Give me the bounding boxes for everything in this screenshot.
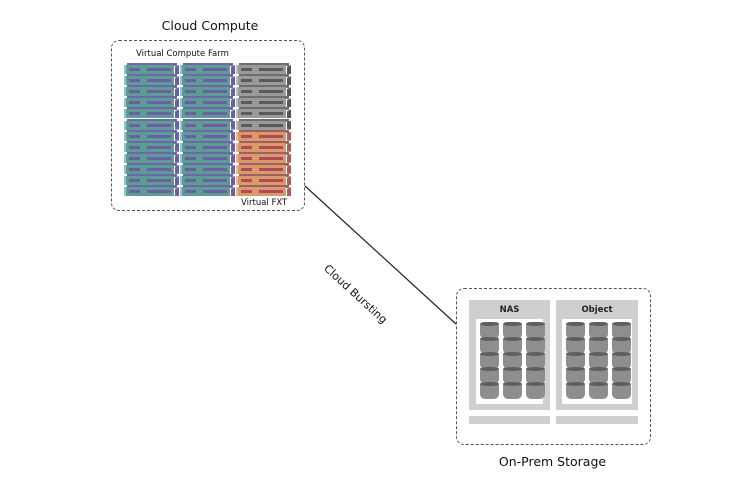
disk-platter	[589, 382, 608, 399]
compute-server-unit	[180, 85, 236, 97]
compute-server-unit	[180, 140, 236, 152]
server-unit	[236, 96, 292, 108]
fxt-node-unit	[236, 140, 292, 152]
virtual-fxt-label: Virtual FXT	[241, 198, 288, 208]
compute-server-unit	[180, 118, 236, 130]
compute-server-unit	[124, 140, 180, 152]
compute-server-unit	[180, 129, 236, 141]
compute-server-unit	[124, 96, 180, 108]
disk-platter	[480, 352, 499, 369]
disk-platter	[503, 382, 522, 399]
fxt-node-unit	[236, 162, 292, 174]
compute-server-unit	[180, 74, 236, 86]
disk-platter	[480, 367, 499, 384]
nas-disk-array	[476, 319, 545, 404]
disk-platter	[480, 382, 499, 399]
disk-platter	[612, 322, 631, 339]
compute-server-unit	[180, 107, 236, 119]
fxt-node-unit	[236, 129, 292, 141]
disk-platter	[589, 337, 608, 354]
disk-platter	[503, 352, 522, 369]
compute-server-unit	[124, 174, 180, 185]
cloud-compute-group	[111, 40, 305, 211]
disk-platter	[526, 382, 545, 399]
disk-platter	[566, 337, 585, 354]
compute-server-unit	[124, 107, 180, 119]
disk-platter	[503, 367, 522, 384]
disk-platter	[566, 352, 585, 369]
compute-server-unit	[180, 185, 236, 197]
disk-platter	[526, 367, 545, 384]
nas-panel: NAS	[469, 300, 550, 410]
disk-platter	[566, 322, 585, 339]
compute-server-unit	[124, 162, 180, 174]
server-unit	[236, 107, 292, 119]
disk-platter	[480, 337, 499, 354]
disk-platter	[589, 352, 608, 369]
compute-server-unit	[180, 96, 236, 108]
cloud-compute-title: Cloud Compute	[161, 18, 259, 33]
disk-platter	[480, 322, 499, 339]
compute-server-unit	[124, 118, 180, 130]
server-unit	[236, 63, 292, 74]
compute-server-unit	[180, 162, 236, 174]
object-base-bar	[556, 416, 638, 424]
fxt-node-unit	[236, 151, 292, 163]
compute-server-unit	[124, 129, 180, 141]
disk-platter	[612, 352, 631, 369]
server-unit	[236, 118, 292, 130]
compute-server-unit	[180, 63, 236, 74]
disk-platter	[503, 322, 522, 339]
virtual-compute-farm-label: Virtual Compute Farm	[136, 49, 229, 59]
object-panel: Object	[556, 300, 638, 410]
disk-platter	[612, 367, 631, 384]
compute-server-unit	[124, 74, 180, 86]
disk-platter	[526, 322, 545, 339]
compute-server-unit	[124, 185, 180, 197]
disk-platter	[612, 382, 631, 399]
server-unit	[236, 85, 292, 97]
fxt-node-unit	[236, 174, 292, 185]
compute-server-unit	[124, 151, 180, 163]
on-prem-storage-group	[456, 288, 651, 445]
server-unit	[236, 74, 292, 86]
disk-platter	[589, 322, 608, 339]
fxt-node-unit	[236, 185, 292, 197]
compute-server-unit	[124, 85, 180, 97]
disk-platter	[526, 337, 545, 354]
compute-server-unit	[180, 174, 236, 185]
nas-label: NAS	[499, 305, 520, 315]
disk-platter	[566, 367, 585, 384]
on-prem-storage-title: On-Prem Storage	[498, 454, 607, 469]
disk-platter	[589, 367, 608, 384]
disk-platter	[566, 382, 585, 399]
nas-base-bar	[469, 416, 550, 424]
disk-platter	[612, 337, 631, 354]
disk-platter	[526, 352, 545, 369]
compute-server-unit	[180, 151, 236, 163]
compute-server-unit	[124, 63, 180, 74]
disk-platter	[503, 337, 522, 354]
connector-line	[304, 185, 457, 325]
object-disk-array	[562, 319, 632, 404]
object-label: Object	[581, 305, 613, 315]
